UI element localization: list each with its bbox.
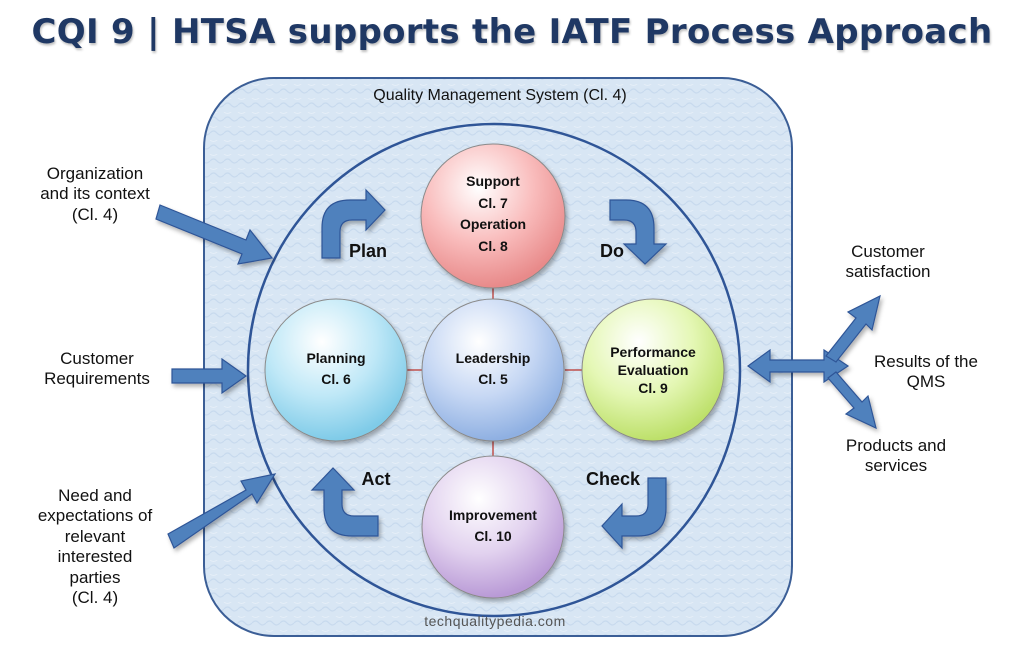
do-arrow xyxy=(609,199,668,265)
circle-planning xyxy=(264,298,408,442)
satisfaction-output-label: Customer satisfaction xyxy=(845,242,931,282)
requirements-input-arrow xyxy=(171,357,248,395)
plan-arrow xyxy=(321,188,386,259)
support-operation-label: Support Cl. 7 Operation Cl. 8 xyxy=(459,173,527,255)
context-input-arrow xyxy=(155,204,274,265)
improvement-label: Improvement Cl. 10 xyxy=(449,507,537,544)
act-label: Act xyxy=(361,469,391,489)
results-double-arrow xyxy=(746,348,850,384)
check-label: Check xyxy=(585,469,641,489)
qms-label: Quality Management System (Cl. 4) xyxy=(373,87,627,104)
circle-connectors xyxy=(407,288,582,456)
results-output-label: Results of the QMS xyxy=(874,352,978,392)
leadership-label: Leadership Cl. 5 xyxy=(455,350,531,387)
page-title: CQI 9 | HTSA supports the IATF Process A… xyxy=(31,12,993,52)
circle-leadership xyxy=(421,298,565,442)
requirements-input-label: Customer Requirements xyxy=(44,349,150,389)
context-input-label: Organization and its context (Cl. 4) xyxy=(40,164,150,224)
watermark: techqualitypedia.com xyxy=(424,613,566,629)
check-arrow xyxy=(601,477,667,550)
products-output-label: Products and services xyxy=(845,436,947,476)
interested-input-arrow xyxy=(167,473,277,549)
do-label: Do xyxy=(600,241,624,261)
circle-performance-evaluation xyxy=(581,298,725,442)
circle-support-operation xyxy=(420,143,566,289)
planning-label: Planning Cl. 6 xyxy=(306,350,366,387)
performance-evaluation-label: Performance Evaluation Cl. 9 xyxy=(610,344,696,397)
interested-parties-input-label: Need and expectations of relevant intere… xyxy=(37,486,153,607)
circle-improvement xyxy=(421,455,565,599)
act-arrow xyxy=(310,467,379,537)
satisfaction-output-arrow xyxy=(825,294,881,363)
products-output-arrow xyxy=(827,371,877,430)
plan-label: Plan xyxy=(348,241,387,261)
